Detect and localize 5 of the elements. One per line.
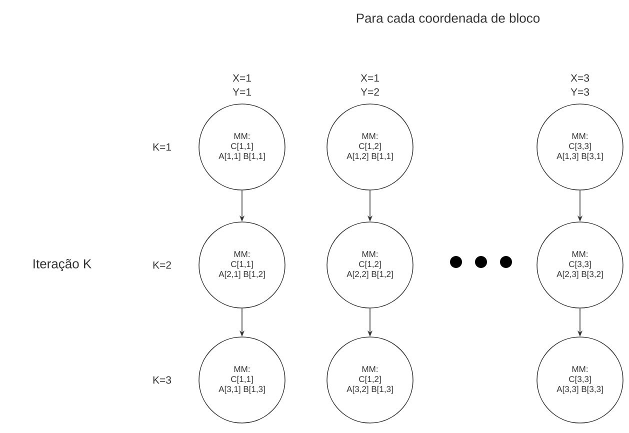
row-label: K=3 <box>153 376 172 384</box>
title: Para cada coordenada de bloco <box>356 13 540 23</box>
side-label: Iteração K <box>34 258 92 272</box>
row-label: K=1 <box>153 143 171 151</box>
row-label: K=2 <box>153 261 171 269</box>
